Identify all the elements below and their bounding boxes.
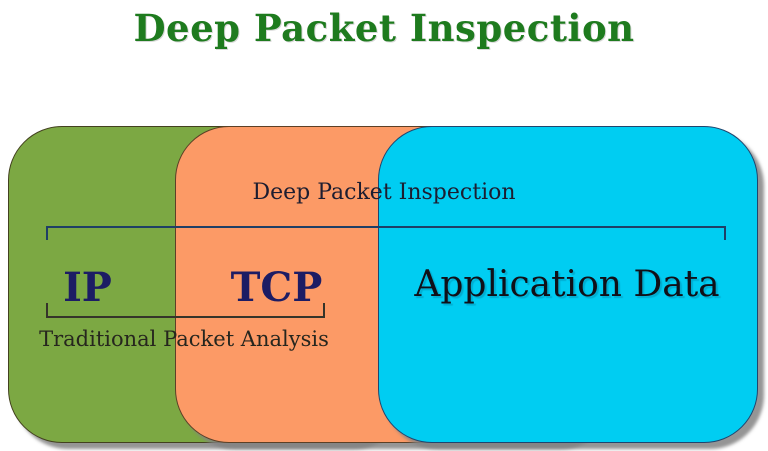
application-data-label: Application Data: [414, 264, 720, 305]
page-title: Deep Packet Inspection: [133, 6, 635, 50]
layer-application-data-box: [378, 126, 758, 443]
ip-label: IP: [63, 264, 112, 311]
tcp-label: TCP: [230, 264, 323, 311]
deep-packet-inspection-bracket-label: Deep Packet Inspection: [252, 180, 516, 205]
traditional-packet-analysis-bracket-label: Traditional Packet Analysis: [39, 327, 329, 351]
deep-packet-inspection-bracket: [46, 226, 726, 240]
traditional-packet-analysis-bracket: [46, 303, 325, 318]
